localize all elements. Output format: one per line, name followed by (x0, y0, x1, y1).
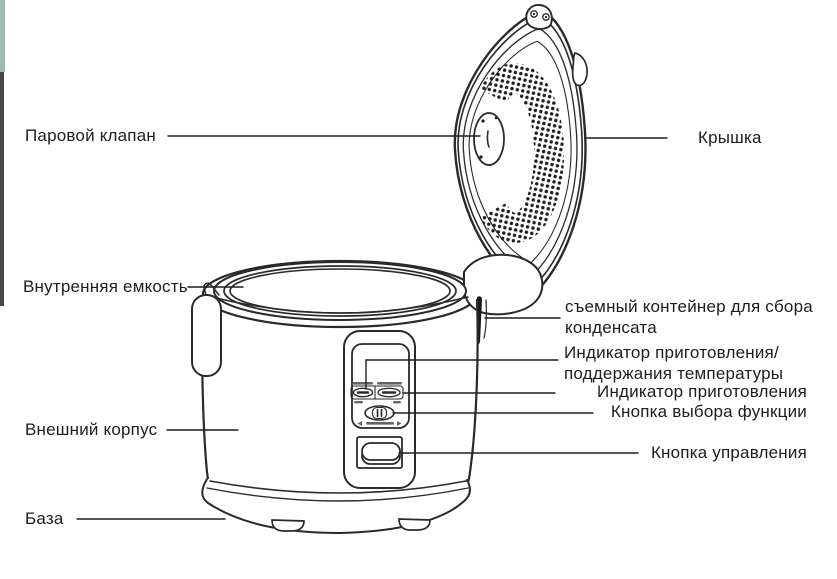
label-cooking-indicator: Индикатор приготовления (597, 382, 807, 401)
label-steam-valve: Паровой клапан (25, 126, 156, 145)
handle-drawing (191, 294, 222, 377)
control-button-drawing (356, 436, 403, 469)
body-top-drawing (201, 253, 544, 345)
label-cook-keepwarm-indicator: Индикатор приготовления/ поддержания тем… (564, 343, 784, 383)
label-function-select-button: Кнопка выбора функции (610, 402, 807, 421)
lid-tab-drawing (571, 52, 588, 87)
label-control-button: Кнопка управления (650, 443, 807, 462)
leader-lines (76, 135, 668, 520)
control-panel-drawing (343, 330, 416, 489)
keepwarm-indicator-lamp (352, 387, 374, 398)
label-lid: Крышка (698, 128, 762, 147)
page-edge-strip-dark (0, 72, 4, 306)
cooking-indicator-lamp (377, 387, 401, 398)
lid-latch-drawing (525, 4, 553, 30)
label-outer-body: Внешний корпус (25, 420, 158, 439)
steam-valve-drawing (473, 112, 505, 166)
label-condensate-container: съемный контейнер для сбора конденсата (565, 297, 813, 337)
label-base: База (25, 509, 64, 528)
hinge-drawing (463, 253, 544, 316)
body-drawing (191, 282, 479, 535)
lid-drawing (453, 4, 588, 296)
page-edge-strip-teal (0, 0, 5, 72)
label-inner-pot: Внутренняя емкость (23, 277, 188, 296)
